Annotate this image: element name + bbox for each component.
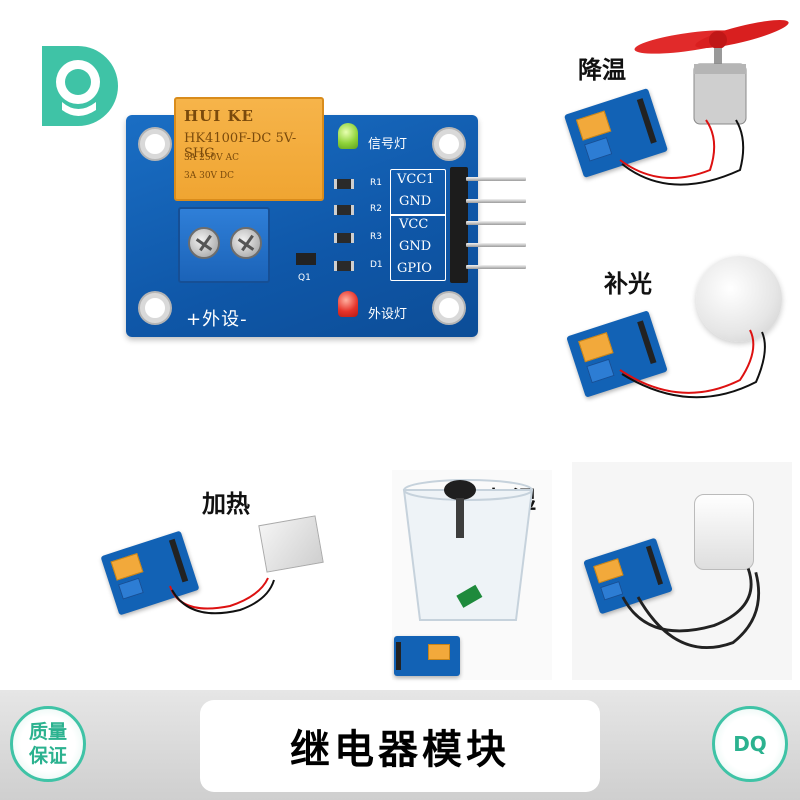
signal-led bbox=[338, 123, 358, 149]
wire-icon bbox=[619, 119, 745, 186]
relay-spec-ac: 3A 250V AC bbox=[184, 153, 240, 163]
mini-relay-board bbox=[394, 636, 460, 676]
peripheral-led bbox=[338, 291, 358, 317]
app-label-cooling: 降温 bbox=[578, 56, 626, 84]
signal-light-label: 信号灯 bbox=[368, 137, 408, 152]
r1-label: R1 bbox=[370, 178, 382, 188]
relay-model: HK4100F-DC 5V-SHG bbox=[184, 131, 297, 161]
mounting-hole bbox=[140, 129, 170, 159]
water-pump-icon bbox=[694, 494, 754, 570]
peripheral-terminal-label: +外设- bbox=[186, 309, 248, 330]
pin-gnd2-label: GND bbox=[399, 239, 432, 254]
fan-motor-icon bbox=[634, 20, 789, 125]
pin-gnd1-label: GND bbox=[399, 194, 432, 209]
humidifier-cup-icon bbox=[402, 479, 534, 621]
mini-pin-header bbox=[396, 642, 401, 670]
resistor-r1 bbox=[334, 179, 354, 189]
pin-gpio-label: GPIO bbox=[397, 261, 432, 276]
screw-icon bbox=[230, 227, 262, 259]
product-title: 继电器模块 bbox=[200, 700, 600, 792]
wire-icon bbox=[619, 329, 766, 399]
pin-vcc1-label: VCC1 bbox=[397, 172, 435, 187]
relay-module-board: HUI KE HK4100F-DC 5V-SHG 3A 250V AC 3A 3… bbox=[126, 97, 526, 337]
d1-label: D1 bbox=[370, 260, 383, 270]
q1-label: Q1 bbox=[298, 273, 311, 283]
led-bulb-icon bbox=[696, 256, 782, 342]
pin-header bbox=[450, 167, 468, 283]
header-pin bbox=[466, 243, 526, 247]
mounting-hole bbox=[140, 293, 170, 323]
app-label-heating: 加热 bbox=[202, 490, 250, 518]
header-pin bbox=[466, 265, 526, 269]
mini-relay bbox=[428, 644, 450, 660]
resistor-r3 bbox=[334, 233, 354, 243]
pin-vcc-label: VCC bbox=[399, 217, 429, 232]
app-label-lighting: 补光 bbox=[604, 270, 652, 298]
dq-logo bbox=[42, 46, 118, 126]
relay-component: HUI KE HK4100F-DC 5V-SHG 3A 250V AC 3A 3… bbox=[174, 97, 324, 201]
peripheral-light-label: 外设灯 bbox=[368, 307, 408, 322]
wire-icon bbox=[621, 568, 760, 650]
pin-label-box: VCC1 GND VCC GND GPIO bbox=[390, 169, 446, 281]
mounting-hole bbox=[434, 293, 464, 323]
header-pin bbox=[466, 177, 526, 181]
header-pin bbox=[466, 199, 526, 203]
transistor-q1 bbox=[296, 253, 316, 265]
relay-spec-dc: 3A 30V DC bbox=[184, 171, 235, 181]
pin-divider bbox=[391, 214, 445, 216]
dq-badge: DQ bbox=[712, 706, 788, 782]
diode-d1 bbox=[334, 261, 354, 271]
r2-label: R2 bbox=[370, 204, 382, 214]
resistor-r2 bbox=[334, 205, 354, 215]
relay-brand: HUI KE bbox=[184, 107, 254, 125]
screw-terminal bbox=[178, 207, 270, 283]
quality-badge: 质量保证 bbox=[10, 706, 86, 782]
screw-icon bbox=[188, 227, 220, 259]
mini-terminal bbox=[117, 577, 144, 600]
mounting-hole bbox=[434, 129, 464, 159]
header-pin bbox=[466, 221, 526, 225]
wire-icon bbox=[169, 577, 275, 615]
r3-label: R3 bbox=[370, 232, 382, 242]
